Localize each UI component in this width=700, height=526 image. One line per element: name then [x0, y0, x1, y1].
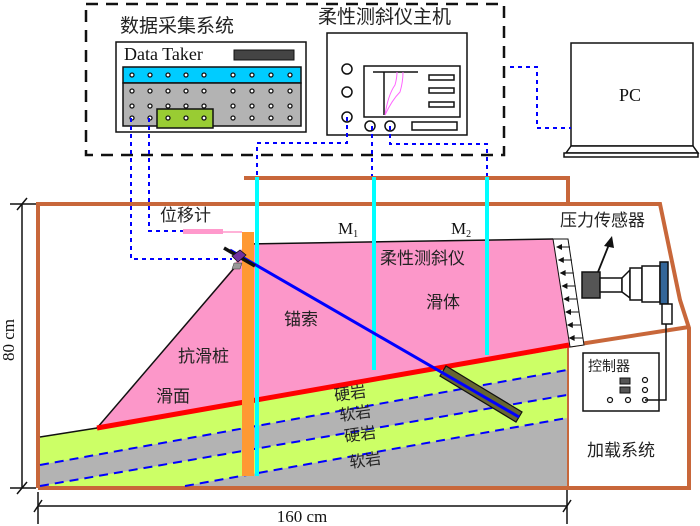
terminal-dot — [230, 115, 236, 121]
terminal-dot — [268, 115, 274, 121]
terminal-dot — [287, 103, 293, 109]
pressure-sensor-label: 压力传感器 — [560, 211, 645, 231]
terminal-dot — [201, 115, 207, 121]
load-arrow-head — [559, 270, 566, 276]
terminal-dot — [249, 72, 255, 78]
terminal-dot — [201, 103, 207, 109]
inclinometer-host-title: 柔性测斜仪主机 — [318, 6, 451, 28]
inclinometer-host-device — [326, 32, 468, 136]
terminal-dot — [230, 88, 236, 94]
host-knob — [341, 63, 353, 75]
terminal-dot — [147, 72, 153, 78]
soft-rock-layer-1 — [40, 370, 567, 486]
load-arrow-head — [568, 335, 575, 341]
anchor-cable-assembly — [223, 246, 523, 423]
load-arrows — [556, 244, 584, 341]
flexible-inclinometer-label: 柔性测斜仪 — [380, 249, 465, 269]
terminal-dot — [165, 115, 171, 121]
load-arrow-head — [561, 283, 568, 289]
terminal-dot — [268, 88, 274, 94]
terminal-dot — [129, 103, 135, 109]
terminal-dot — [129, 88, 135, 94]
loading-system-label: 加载系统 — [587, 441, 655, 461]
cable-host-to-pc — [510, 66, 571, 129]
terminal-dot — [268, 72, 274, 78]
flexible-inclinometers — [255, 177, 489, 476]
cable-datataker-to-displacement — [148, 118, 183, 232]
sliding-surface-label: 滑面 — [156, 387, 190, 407]
host-port — [364, 120, 376, 132]
data-taker-display — [233, 49, 295, 61]
terminal-dot — [287, 88, 293, 94]
height-dimension — [10, 197, 36, 495]
monitoring-system-enclosure — [84, 2, 506, 157]
terminal-dot — [147, 103, 153, 109]
anti-slide-pile-label: 抗滑桩 — [178, 347, 229, 367]
data-taker-terminals — [129, 72, 293, 121]
cable-datataker-to-anchor — [130, 118, 232, 260]
terminal-dot — [183, 103, 189, 109]
terminal-dot — [287, 72, 293, 78]
data-taker-device: Data Taker — [115, 41, 307, 133]
screen-curve — [384, 71, 404, 116]
loading-plate — [552, 238, 585, 348]
controller-cable — [645, 324, 667, 401]
terminal-dot — [183, 72, 189, 78]
terminal-dot — [165, 72, 171, 78]
sliding-body-label: 滑体 — [426, 293, 460, 313]
terminal-dot — [268, 103, 274, 109]
pressure-sensor-block — [581, 271, 601, 299]
height-dimension-label: 80 cm — [0, 319, 18, 361]
probe-m2-label: M2 — [451, 219, 471, 240]
rock-layer-labels: 硬岩 软岩 硬岩 软岩 — [333, 382, 382, 472]
slide-body — [97, 239, 570, 428]
controller-label: 控制器 — [588, 359, 630, 375]
screen-curve — [384, 71, 398, 116]
load-arrow-head — [557, 257, 564, 263]
terminal-dot — [165, 103, 171, 109]
anti-slide-pile — [242, 232, 254, 476]
terminal-dot — [230, 103, 236, 109]
load-arrow-head — [563, 296, 570, 302]
terminal-dot — [183, 115, 189, 121]
load-arrow-head — [566, 322, 573, 328]
data-acquisition-title: 数据采集系统 — [120, 15, 234, 37]
terminal-dot — [249, 103, 255, 109]
data-taker-label: Data Taker — [124, 44, 203, 64]
cable-host-to-m2 — [389, 126, 488, 177]
terminal-dot — [129, 72, 135, 78]
terminal-dot — [249, 88, 255, 94]
terminal-dot — [165, 88, 171, 94]
anchor-head — [231, 249, 247, 263]
load-arrow-head — [556, 244, 562, 250]
layer-label-hard-rock-2: 硬岩 — [343, 423, 377, 446]
pressure-sensor-pointer — [597, 241, 611, 273]
slip-surface — [96, 342, 570, 431]
terminal-dot — [230, 72, 236, 78]
width-dimension-label: 160 cm — [277, 507, 328, 526]
terminal-dot — [147, 88, 153, 94]
controller-box: 控制器 — [582, 324, 667, 412]
displacement-meter-label: 位移计 — [160, 206, 211, 226]
pc-computer: PC — [563, 42, 700, 158]
layer-label-hard-rock-1: 硬岩 — [333, 382, 367, 405]
terminal-dot — [183, 88, 189, 94]
layer-label-soft-rock-1: 软岩 — [338, 402, 372, 425]
host-knob — [341, 86, 353, 98]
terminal-dot — [201, 72, 207, 78]
displacement-meter — [183, 229, 223, 234]
terminal-dot — [249, 115, 255, 121]
load-arrow-head — [565, 309, 571, 315]
terminal-dot — [201, 88, 207, 94]
hydraulic-jack — [581, 261, 673, 325]
signal-cables — [130, 66, 571, 260]
terminal-dot — [287, 115, 293, 121]
anchor-cable-label: 锚索 — [284, 310, 318, 330]
anchor-cable-line — [229, 248, 520, 419]
pc-label: PC — [619, 85, 641, 105]
probe-m1-label: M1 — [338, 219, 358, 240]
width-dimension — [33, 490, 572, 524]
layer-label-soft-rock-2: 软岩 — [348, 449, 382, 472]
